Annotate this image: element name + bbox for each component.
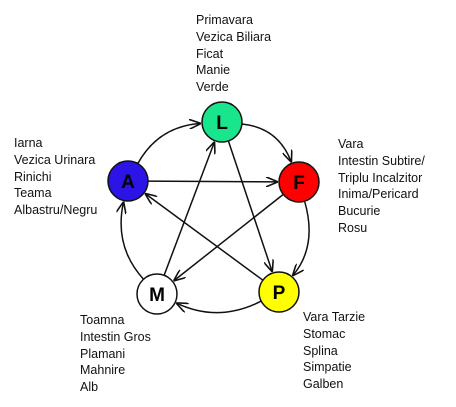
label-block-earth: Vara Tarzie Stomac Splina Simpatie Galbe… xyxy=(303,309,365,393)
arrow-wood-to-fire xyxy=(241,123,291,162)
label-block-metal: Toamna Intestin Gros Plamani Mahnire Alb xyxy=(80,312,151,396)
label-season: Primavara xyxy=(196,13,253,27)
label-season: Toamna xyxy=(80,313,125,327)
label-organ-yang: Vezica Urinara xyxy=(14,152,96,167)
label-organ-yin: Ficat xyxy=(196,46,224,61)
node-water-circle xyxy=(107,160,149,202)
node-metal-circle xyxy=(136,273,178,315)
node-fire: F xyxy=(278,161,320,203)
label-color: Alb xyxy=(80,380,99,395)
arrow-metal-to-water xyxy=(121,203,145,280)
node-fire-letter: F xyxy=(293,173,305,194)
node-earth-letter: P xyxy=(273,283,286,304)
label-organ-yang-cont: Triplu Incalzitor xyxy=(338,170,423,185)
node-water-letter: A xyxy=(121,172,135,193)
label-color: Verde xyxy=(196,80,229,95)
node-wood-circle xyxy=(201,101,243,143)
node-earth: P xyxy=(258,271,300,313)
arrow-fire-controls-metal xyxy=(174,193,284,280)
node-metal-letter: M xyxy=(149,285,165,306)
arrow-earth-controls-water xyxy=(146,194,264,281)
label-organ-yang: Intestin Subtire/ xyxy=(338,153,425,168)
label-organ-yin: Plamani xyxy=(80,346,126,361)
node-earth-circle xyxy=(258,271,300,313)
node-metal: M xyxy=(136,273,178,315)
label-block-wood: Primavara Vezica Biliara Ficat Manie Ver… xyxy=(196,12,271,96)
label-organ-yin: Rinichi xyxy=(14,169,52,184)
arrow-fire-to-earth xyxy=(293,200,310,275)
label-block-fire: Vara Intestin Subtire/ Triplu Incalzitor… xyxy=(338,136,425,237)
controlling-cycle-arrows xyxy=(146,141,284,280)
label-organ-yang: Intestin Gros xyxy=(80,329,151,344)
node-fire-circle xyxy=(278,161,320,203)
label-emotion: Mahnire xyxy=(80,363,126,378)
label-season: Vara Tarzie xyxy=(303,310,366,324)
label-organ-yin: Inima/Pericard xyxy=(338,187,419,202)
arrow-water-controls-fire xyxy=(147,181,277,182)
label-color: Albastru/Negru xyxy=(14,203,98,218)
arrow-earth-to-metal xyxy=(177,300,262,314)
label-organ-yang: Stomac xyxy=(303,326,346,341)
label-emotion: Teama xyxy=(14,186,52,201)
element-nodes: L F P M A xyxy=(107,101,320,315)
generating-cycle-arrows xyxy=(121,123,310,314)
label-emotion: Simpatie xyxy=(303,360,352,375)
label-emotion: Bucurie xyxy=(338,204,381,219)
label-block-water: Iarna Vezica Urinara Rinichi Teama Albas… xyxy=(14,135,97,219)
label-emotion: Manie xyxy=(196,63,231,78)
arrow-wood-controls-earth xyxy=(227,140,272,271)
arrow-metal-controls-wood xyxy=(163,143,214,276)
arrow-water-to-wood xyxy=(137,124,200,164)
node-water: A xyxy=(107,160,149,202)
node-wood-letter: L xyxy=(216,113,228,134)
label-color: Rosu xyxy=(338,220,368,235)
label-organ-yin: Splina xyxy=(303,343,338,358)
label-color: Galben xyxy=(303,377,344,392)
label-organ-yang: Vezica Biliara xyxy=(196,29,272,44)
label-season: Vara xyxy=(338,137,364,151)
node-wood: L xyxy=(201,101,243,143)
label-season: Iarna xyxy=(14,136,43,150)
